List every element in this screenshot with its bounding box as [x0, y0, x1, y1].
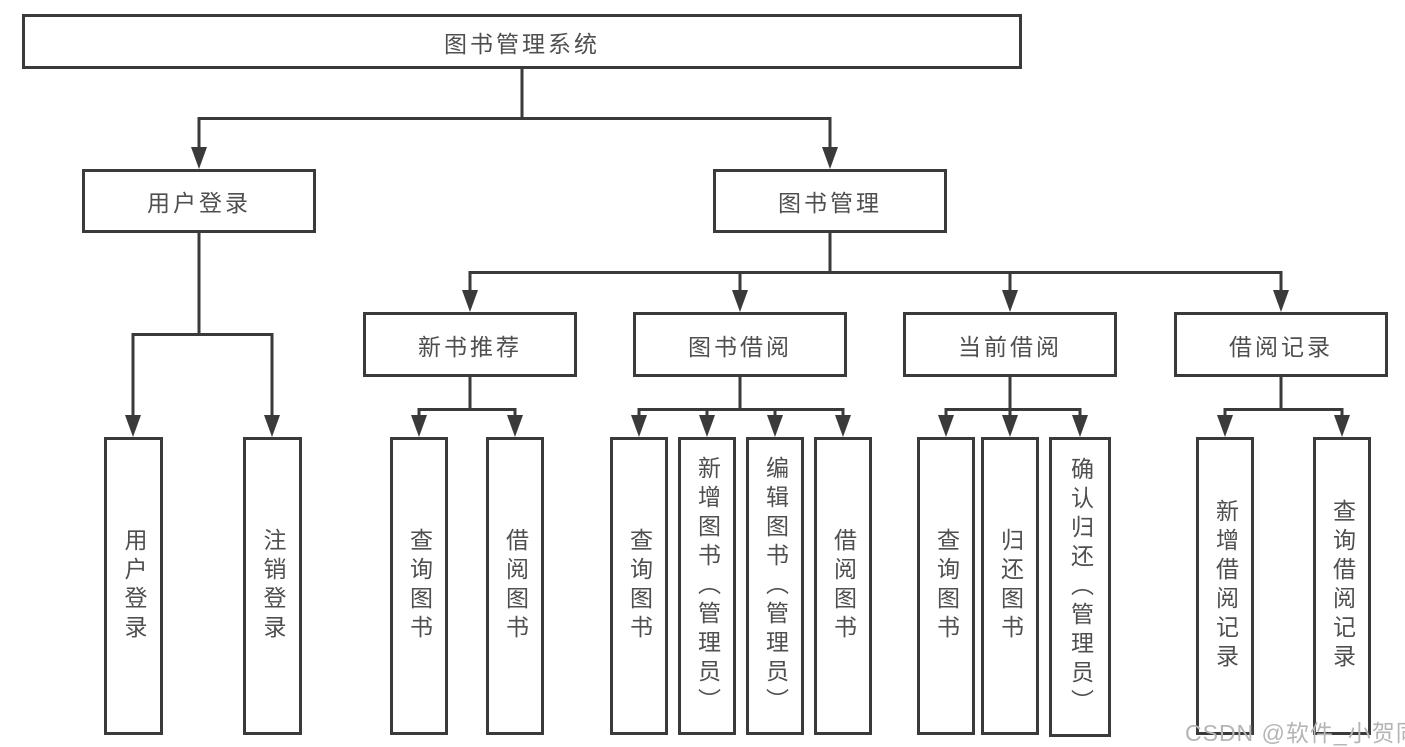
leaf-borrow-books-label: 借阅图书: [830, 528, 857, 644]
leaf-recommend-borrow-books-label: 借阅图书: [502, 528, 529, 644]
leaf-confirm-return-admin: 确认归还（管理员）: [1049, 437, 1111, 737]
watermark: CSDN @软件_小贺同学: [1185, 720, 1405, 746]
leaf-add-book-admin-label: 新增图书（管理员）: [694, 455, 721, 717]
node-borrow-record-label: 借阅记录: [1229, 333, 1333, 360]
leaf-edit-book-admin: 编辑图书（管理员）: [746, 437, 804, 735]
leaf-user-login-label: 用户登录: [121, 528, 147, 644]
leaf-query-borrow-record-label: 查询借阅记录: [1329, 499, 1356, 673]
leaf-edit-book-admin-label: 编辑图书（管理员）: [762, 455, 789, 717]
node-new-book-recommend-label: 新书推荐: [418, 333, 522, 360]
node-root: 图书管理系统: [22, 14, 1022, 69]
leaf-current-query-books: 查询图书: [917, 437, 975, 735]
node-book-management: 图书管理: [713, 169, 947, 233]
leaf-borrow-query-books: 查询图书: [610, 437, 668, 735]
node-user-login: 用户登录: [82, 169, 316, 233]
leaf-confirm-return-admin-label: 确认归还（管理员）: [1067, 456, 1094, 718]
node-book-management-label: 图书管理: [778, 190, 882, 216]
leaf-current-query-books-label: 查询图书: [933, 528, 960, 644]
leaf-add-book-admin: 新增图书（管理员）: [678, 437, 736, 735]
node-new-book-recommend: 新书推荐: [363, 312, 577, 377]
leaf-add-borrow-record: 新增借阅记录: [1196, 437, 1254, 735]
leaf-logout-label: 注销登录: [260, 528, 286, 644]
node-current-borrow-label: 当前借阅: [958, 333, 1062, 360]
node-root-label: 图书管理系统: [444, 30, 600, 57]
leaf-borrow-query-books-label: 查询图书: [626, 528, 653, 644]
leaf-borrow-books: 借阅图书: [814, 437, 872, 735]
leaf-user-login: 用户登录: [104, 437, 163, 735]
node-user-login-label: 用户登录: [147, 190, 251, 216]
node-book-borrow-label: 图书借阅: [688, 333, 792, 360]
node-current-borrow: 当前借阅: [903, 312, 1117, 377]
leaf-query-borrow-record: 查询借阅记录: [1313, 437, 1371, 735]
node-borrow-record: 借阅记录: [1174, 312, 1388, 377]
leaf-add-borrow-record-label: 新增借阅记录: [1212, 499, 1239, 673]
leaf-logout: 注销登录: [243, 437, 302, 735]
leaf-recommend-query-books: 查询图书: [390, 437, 448, 735]
node-book-borrow: 图书借阅: [633, 312, 847, 377]
leaf-return-book-label: 归还图书: [997, 528, 1024, 644]
leaf-return-book: 归还图书: [981, 437, 1039, 735]
leaf-recommend-query-books-label: 查询图书: [406, 528, 433, 644]
leaf-recommend-borrow-books: 借阅图书: [486, 437, 544, 735]
